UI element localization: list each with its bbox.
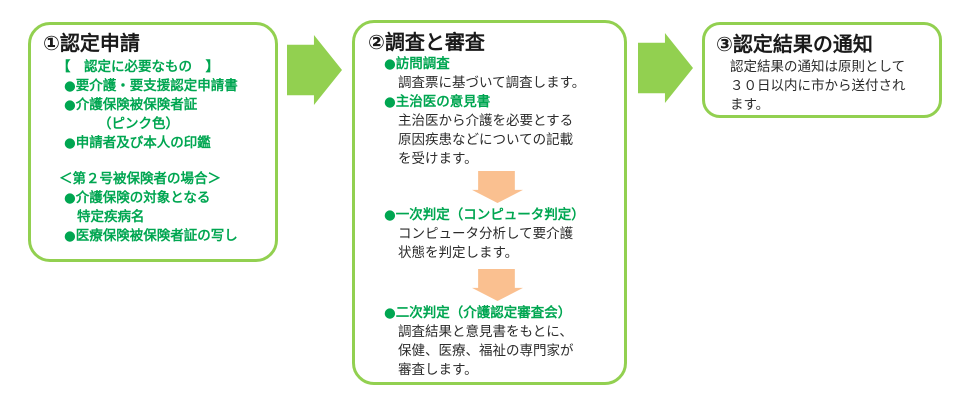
step3-body-line1: 認定結果の通知は原則として <box>730 59 906 75</box>
right-arrow-icon <box>287 35 342 105</box>
step1-item-insured-card: ●介護保険被保険者証 <box>64 97 198 113</box>
step2-title: ②調査と審査 <box>368 30 485 54</box>
step2-doctor-body-line3: を受けます。 <box>398 151 478 167</box>
step2-secondary-body-line3: 審査します。 <box>398 362 478 378</box>
step2-box: ②調査と審査 ●訪問調査 調査票に基づいて調査します。 ●主治医の意見書 主治医… <box>352 20 627 385</box>
step2-visit-body: 調査票に基づいて調査します。 <box>398 75 586 91</box>
down-arrow-icon <box>472 269 523 301</box>
step1-item-application-form: ●要介護・要支援認定申請書 <box>64 78 238 94</box>
step2-secondary-heading: ●二次判定（介護認定審査会） <box>384 305 572 321</box>
step2-doctor-heading: ●主治医の意見書 <box>384 94 491 110</box>
step2-secondary-body-line2: 保健、医療、福祉の専門家が <box>398 343 574 359</box>
step1-box: ①認定申請 【 認定に必要なもの 】 ●要介護・要支援認定申請書 ●介護保険被保… <box>28 22 278 262</box>
right-arrow-icon <box>638 33 693 103</box>
step2-primary-heading: ●一次判定（コンピュータ判定） <box>384 207 585 223</box>
step2-doctor-body-line1: 主治医から介護を必要とする <box>398 113 574 129</box>
step3-box: ③認定結果の通知 認定結果の通知は原則として ３０日以内に市から送付され ます。 <box>702 22 942 118</box>
step1-item-specified-disease: ●介護保険の対象となる <box>64 190 211 206</box>
step3-body-line2: ３０日以内に市から送付され <box>730 78 906 94</box>
step2-primary-body-line2: 状態を判定します。 <box>398 245 519 261</box>
step2-doctor-body-line2: 原因疾患などについての記載 <box>398 132 574 148</box>
step1-title: ①認定申請 <box>43 31 140 55</box>
step2-primary-body-line1: コンピュータ分析して要介護 <box>398 226 574 242</box>
step1-item-insured-card-note: （ピンク色） <box>98 116 179 132</box>
step1-required-items-header: 【 認定に必要なもの 】 <box>57 59 219 75</box>
down-arrow-icon <box>472 171 523 203</box>
step1-item-specified-disease-cont: 特定疾病名 <box>77 209 145 225</box>
step3-title: ③認定結果の通知 <box>716 32 873 56</box>
step1-item-medical-card-copy: ●医療保険被保険者証の写し <box>64 228 238 244</box>
step2-visit-heading: ●訪問調査 <box>384 56 450 72</box>
step3-body-line3: ます。 <box>730 97 770 113</box>
step2-secondary-body-line1: 調査結果と意見書をもとに、 <box>398 324 573 340</box>
step1-item-seal: ●申請者及び本人の印鑑 <box>64 135 211 151</box>
step1-case2-header: ＜第２号被保険者の場合＞ <box>59 171 221 187</box>
